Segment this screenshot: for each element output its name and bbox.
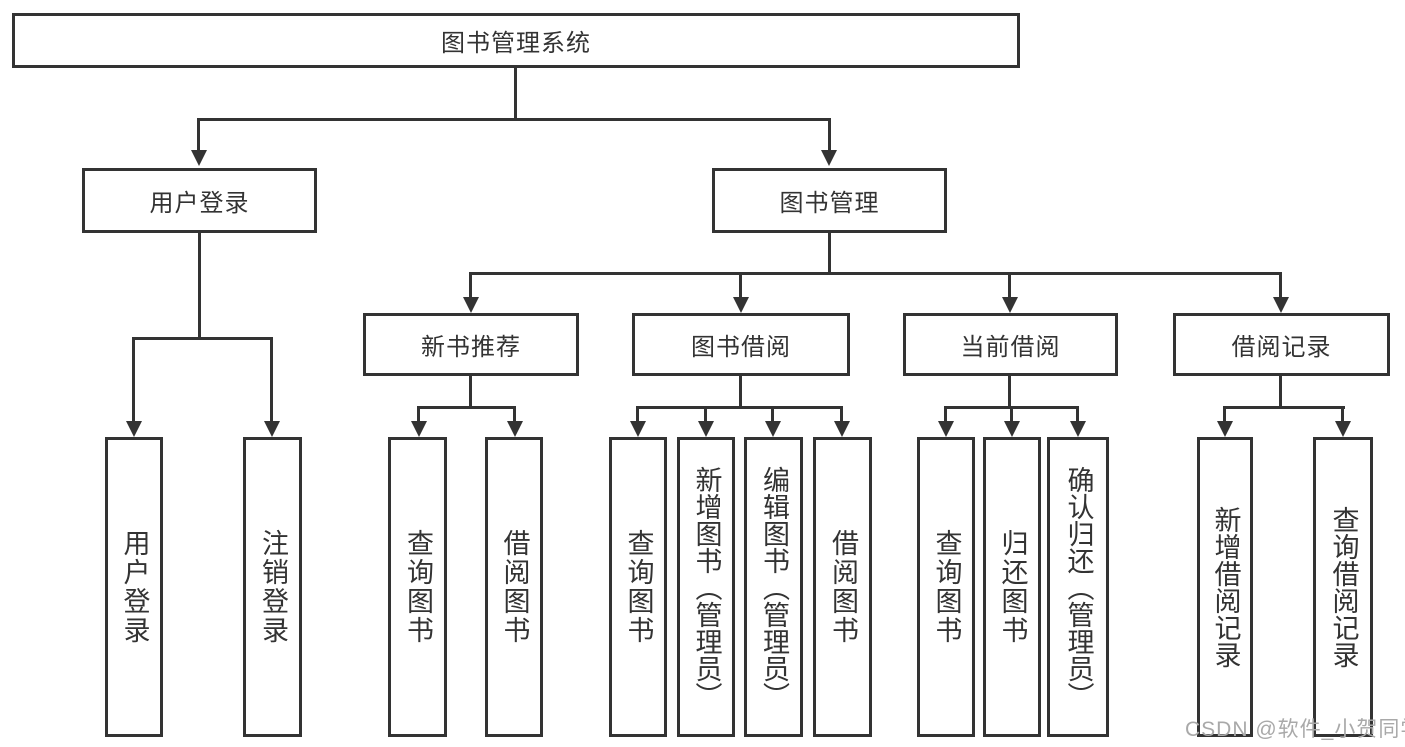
csdn-watermark: CSDN @软件_小贺同学 [1185,718,1405,741]
connector-bb-branch [636,406,843,409]
arrowhead-cb-confirm [1070,421,1086,437]
connector-drop-br-query [1341,406,1344,423]
arrowhead-current-borrow [1002,297,1018,313]
arrowhead-bb-edit [765,421,781,437]
leaf-bb-borrow-books: 借阅图书 [813,437,872,737]
connector-drop-ul-logout [270,337,273,423]
arrowhead-cb-query [938,421,954,437]
connector-drop-cb-confirm [1076,406,1079,423]
leaf-cb-confirm-return-admin: 确认归还（管理员） [1047,437,1109,737]
connector-br-branch [1223,406,1345,409]
connector-bb-stem [739,376,742,406]
arrowhead-new-book-rec [463,297,479,313]
arrowhead-bb-add [698,421,714,437]
leaf-user-login: 用户登录 [105,437,163,737]
connector-drop-bb-edit [771,406,774,423]
connector-nbr-branch [417,406,516,409]
arrowhead-bb-query [630,421,646,437]
connector-nbr-stem [469,376,472,406]
leaf-nbr-borrow-books: 借阅图书 [485,437,543,737]
leaf-logout: 注销登录 [243,437,302,737]
connector-cb-stem [1008,376,1011,406]
leaf-nbr-query-books: 查询图书 [388,437,447,737]
leaf-br-add-record: 新增借阅记录 [1197,437,1253,737]
arrowhead-borrow-records [1273,297,1289,313]
leaf-cb-query-books: 查询图书 [917,437,975,737]
connector-drop-new-book-rec [469,272,472,297]
connector-drop-current-borrow [1008,272,1011,297]
connector-drop-bb-add [704,406,707,423]
connector-drop-br-add [1223,406,1226,423]
connector-drop-ul-login [132,337,135,423]
arrowhead-br-add [1217,421,1233,437]
arrowhead-bb-borrow [834,421,850,437]
connector-drop-nbr-borrow [513,406,516,423]
connector-root-branch [197,118,831,121]
connector-drop-book-borrow [739,272,742,297]
leaf-cb-return-books: 归还图书 [983,437,1041,737]
connector-root-stem [514,68,517,118]
connector-user-login-branch [132,337,273,340]
arrowhead-ul-logout [264,421,280,437]
arrowhead-ul-login [126,421,142,437]
arrowhead-book-borrow [733,297,749,313]
connector-drop-cb-return [1010,406,1013,423]
connector-drop-book-mgmt [828,118,831,152]
node-book-management: 图书管理 [712,168,947,233]
leaf-bb-edit-books-admin: 编辑图书（管理员） [744,437,803,737]
node-user-login: 用户登录 [82,168,317,233]
connector-drop-bb-query [636,406,639,423]
node-book-borrow: 图书借阅 [632,313,850,376]
connector-drop-user-login [197,118,200,152]
leaf-bb-query-books: 查询图书 [609,437,667,737]
arrowhead-user-login [191,150,207,166]
connector-drop-bb-borrow [840,406,843,423]
connector-user-login-stem [198,233,201,337]
connector-book-mgmt-branch [469,272,1282,275]
connector-drop-cb-query [944,406,947,423]
node-root: 图书管理系统 [12,13,1020,68]
arrowhead-book-mgmt [821,150,837,166]
connector-br-stem [1279,376,1282,406]
connector-drop-nbr-query [417,406,420,423]
node-new-book-recommend: 新书推荐 [363,313,579,376]
leaf-bb-add-books-admin: 新增图书（管理员） [677,437,735,737]
connector-book-mgmt-stem [828,233,831,272]
connector-drop-borrow-records [1279,272,1282,297]
arrowhead-nbr-borrow [507,421,523,437]
arrowhead-br-query [1335,421,1351,437]
leaf-br-query-record: 查询借阅记录 [1313,437,1373,737]
node-current-borrow: 当前借阅 [903,313,1118,376]
node-borrow-records: 借阅记录 [1173,313,1390,376]
arrowhead-cb-return [1004,421,1020,437]
arrowhead-nbr-query [411,421,427,437]
